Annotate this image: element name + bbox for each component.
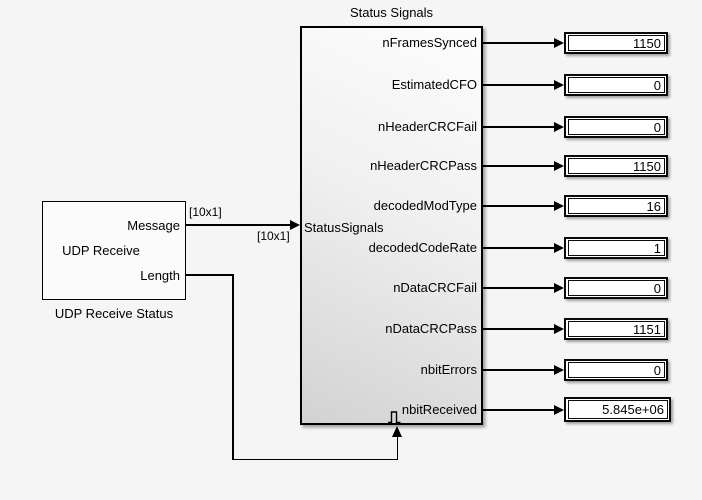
output-port-label: nHeaderCRCFail (378, 119, 477, 134)
arrowhead-icon (554, 405, 564, 415)
status-signals-block[interactable] (300, 26, 483, 425)
signal-wire[interactable] (483, 369, 555, 371)
input-port-label: StatusSignals (304, 220, 384, 235)
display-value: 1150 (633, 35, 661, 51)
arrowhead-icon (554, 243, 564, 253)
display-block[interactable]: 16 (564, 195, 668, 217)
length-wire-segment[interactable] (232, 458, 398, 460)
display-value: 5.845e+06 (602, 402, 664, 417)
signal-wire[interactable] (483, 247, 555, 249)
signal-wire[interactable] (483, 126, 555, 128)
display-block[interactable]: 1150 (564, 155, 668, 177)
trigger-pulse-icon (388, 411, 401, 424)
arrowhead-icon (554, 283, 564, 293)
output-port-label: nDataCRCFail (393, 280, 477, 295)
subsystem-title: Status Signals (349, 5, 434, 20)
signal-wire[interactable] (483, 42, 555, 44)
display-value: 0 (653, 362, 661, 378)
output-port-label: nDataCRCPass (385, 321, 477, 336)
signal-wire[interactable] (483, 205, 555, 207)
display-block[interactable]: 0 (564, 74, 668, 96)
output-port-label: nFramesSynced (382, 35, 477, 50)
arrowhead-icon (554, 324, 564, 334)
arrowhead-icon (554, 161, 564, 171)
message-wire[interactable] (186, 224, 291, 226)
signal-wire[interactable] (483, 165, 555, 167)
output-port-label: EstimatedCFO (391, 77, 477, 92)
display-value: 1150 (633, 158, 661, 174)
arrowhead-icon (290, 220, 300, 230)
display-block[interactable]: 0 (564, 116, 668, 138)
output-port-label: nbitErrors (420, 362, 477, 377)
length-wire-segment[interactable] (186, 274, 233, 276)
arrowhead-up-icon (392, 426, 402, 437)
arrowhead-icon (554, 201, 564, 211)
display-block[interactable]: 1151 (564, 318, 668, 340)
length-wire-segment[interactable] (232, 274, 234, 460)
display-value: 16 (646, 198, 661, 214)
udp-receive-block[interactable]: Message UDP Receive Length (42, 201, 186, 300)
display-value: 1 (653, 240, 661, 256)
display-block[interactable]: 0 (564, 277, 668, 299)
output-port-label: nHeaderCRCPass (370, 158, 477, 173)
signal-wire[interactable] (483, 328, 555, 330)
display-block[interactable]: 5.845e+06 (564, 397, 671, 422)
signal-wire[interactable] (483, 287, 555, 289)
display-value: 0 (653, 77, 661, 93)
output-port-label: decodedCodeRate (368, 240, 477, 255)
output-port-label: decodedModType (373, 198, 477, 213)
block-name: UDP Receive (62, 243, 140, 258)
output-port-label: Length (140, 268, 180, 283)
arrowhead-icon (554, 80, 564, 90)
length-wire-segment[interactable] (396, 436, 398, 459)
arrowhead-icon (554, 122, 564, 132)
arrowhead-icon (554, 38, 564, 48)
display-value: 1151 (633, 321, 661, 337)
display-value: 0 (653, 119, 661, 135)
signal-wire[interactable] (483, 84, 555, 86)
block-caption: UDP Receive Status (54, 306, 174, 321)
display-block[interactable]: 0 (564, 359, 668, 381)
signal-dimension-label: [10x1] (257, 229, 290, 243)
signal-dimension-label: [10x1] (189, 205, 222, 219)
arrowhead-icon (554, 365, 564, 375)
display-block[interactable]: 1 (564, 237, 668, 259)
output-port-label: Message (127, 218, 180, 233)
signal-wire[interactable] (483, 409, 555, 411)
display-block[interactable]: 1150 (564, 32, 668, 54)
output-port-label: nbitReceived (401, 402, 477, 417)
display-value: 0 (653, 280, 661, 296)
